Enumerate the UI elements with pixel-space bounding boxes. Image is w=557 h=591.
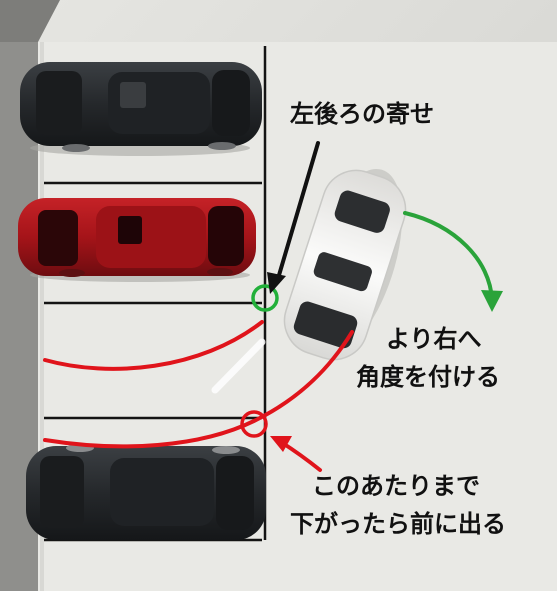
label-angle-right-2: 角度を付ける [356, 363, 500, 391]
label-back-until-2: 下がったら前に出る [290, 510, 506, 538]
top-left-frame [0, 0, 60, 42]
light-streak [211, 338, 266, 394]
red-guide-curve-lower [43, 330, 354, 449]
label-angle-right-1: より右へ [386, 325, 482, 353]
black-car-bottom [26, 444, 266, 540]
label-back-until-1: このあたりまで [312, 472, 480, 500]
red-arrow [270, 436, 322, 472]
black-car-top [20, 62, 262, 156]
green-marker-circle [251, 284, 279, 312]
red-car [18, 198, 256, 282]
white-car [283, 168, 407, 361]
label-rear-left: 左後ろの寄せ [290, 100, 434, 128]
green-arrow [403, 211, 503, 312]
red-marker-circle [240, 410, 268, 438]
black-arrow [267, 141, 320, 294]
red-guide-curve-upper [43, 320, 264, 371]
